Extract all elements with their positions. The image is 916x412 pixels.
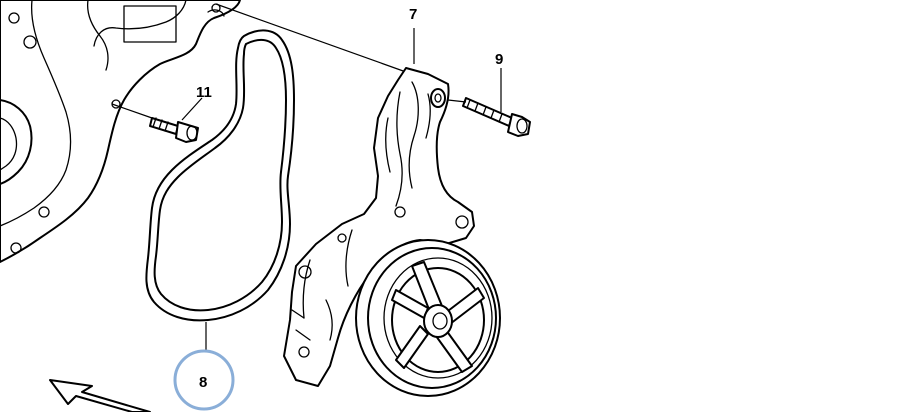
callout-11: 11 xyxy=(196,84,212,101)
direction-arrow xyxy=(49,379,151,412)
leader-11 xyxy=(111,103,153,119)
highlight-ring-8 xyxy=(173,349,235,411)
leader-7-cover xyxy=(215,3,407,73)
bolt-9 xyxy=(462,97,531,137)
pump-pulley xyxy=(355,239,501,397)
engine-cover xyxy=(0,0,241,263)
water-pump-7 xyxy=(283,67,475,387)
callout-9: 9 xyxy=(495,51,503,68)
bolt-11 xyxy=(149,117,199,143)
callout-8: 8 xyxy=(199,374,207,391)
callout-7: 7 xyxy=(409,6,417,23)
leader-9 xyxy=(447,99,467,103)
gasket-8 xyxy=(145,29,295,322)
